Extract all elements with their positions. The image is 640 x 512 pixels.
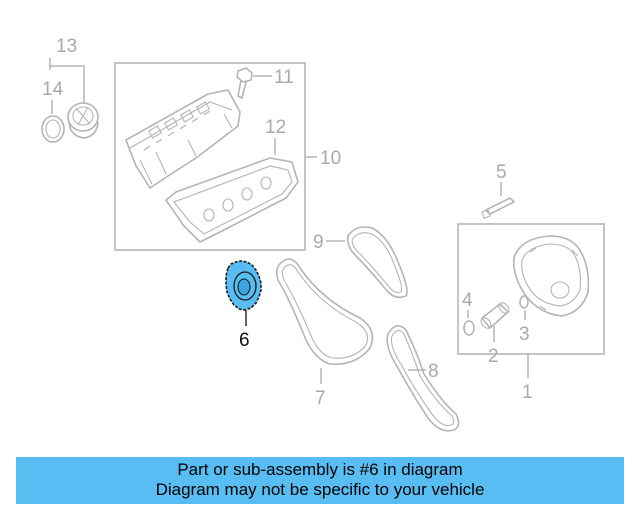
seal-ring-14-inner: [45, 119, 61, 139]
callout-12[interactable]: 12: [265, 117, 286, 138]
timing-chain-9-inner: [351, 232, 403, 294]
callout-7[interactable]: 7: [315, 388, 326, 409]
callout-11[interactable]: 11: [274, 67, 294, 88]
callout-9[interactable]: 9: [313, 232, 324, 253]
pipe-2[interactable]: [479, 301, 511, 330]
timing-chain-8[interactable]: [386, 325, 460, 432]
timing-chain-7-inner: [281, 264, 369, 359]
valve-cover-gasket-12[interactable]: [165, 157, 299, 243]
oil-filler-cap-13[interactable]: [67, 102, 99, 139]
sprocket-6[interactable]: [225, 260, 262, 311]
info-banner: Part or sub-assembly is #6 in diagram Di…: [16, 457, 624, 504]
timing-chain-7[interactable]: [275, 258, 374, 365]
sprocket-6-bore: [237, 278, 251, 296]
bracket-5[interactable]: [485, 197, 515, 215]
callout-4[interactable]: 4: [462, 290, 473, 311]
timing-cover-group-box: [457, 223, 605, 355]
callout-2[interactable]: 2: [488, 346, 499, 367]
timing-cover[interactable]: [512, 235, 590, 317]
bracket-5-end: [481, 209, 491, 219]
callout-13[interactable]: 13: [56, 36, 77, 57]
callout-6[interactable]: 6: [239, 330, 250, 351]
valve-cover-group-box: [114, 62, 306, 251]
leader-13: [49, 58, 85, 104]
o-ring-3[interactable]: [519, 295, 529, 309]
o-ring-4[interactable]: [463, 320, 475, 336]
bolt-11[interactable]: [236, 67, 253, 99]
callout-1[interactable]: 1: [522, 382, 533, 403]
callout-5[interactable]: 5: [496, 162, 507, 183]
banner-line-2: Diagram may not be specific to your vehi…: [155, 480, 485, 499]
callout-10[interactable]: 10: [320, 148, 341, 169]
valve-cover[interactable]: [125, 89, 241, 189]
timing-chain-9[interactable]: [346, 226, 408, 299]
callout-3[interactable]: 3: [519, 324, 530, 345]
timing-chain-8-inner: [390, 329, 455, 427]
seal-ring-14[interactable]: [41, 115, 65, 143]
parts-diagram: 13 14 10 11 12: [41, 36, 605, 432]
banner-line-1: Part or sub-assembly is #6 in diagram: [177, 460, 463, 479]
callout-8[interactable]: 8: [428, 361, 439, 382]
callout-14[interactable]: 14: [42, 79, 64, 100]
oil-filler-cap-group: 13 14: [41, 36, 99, 143]
